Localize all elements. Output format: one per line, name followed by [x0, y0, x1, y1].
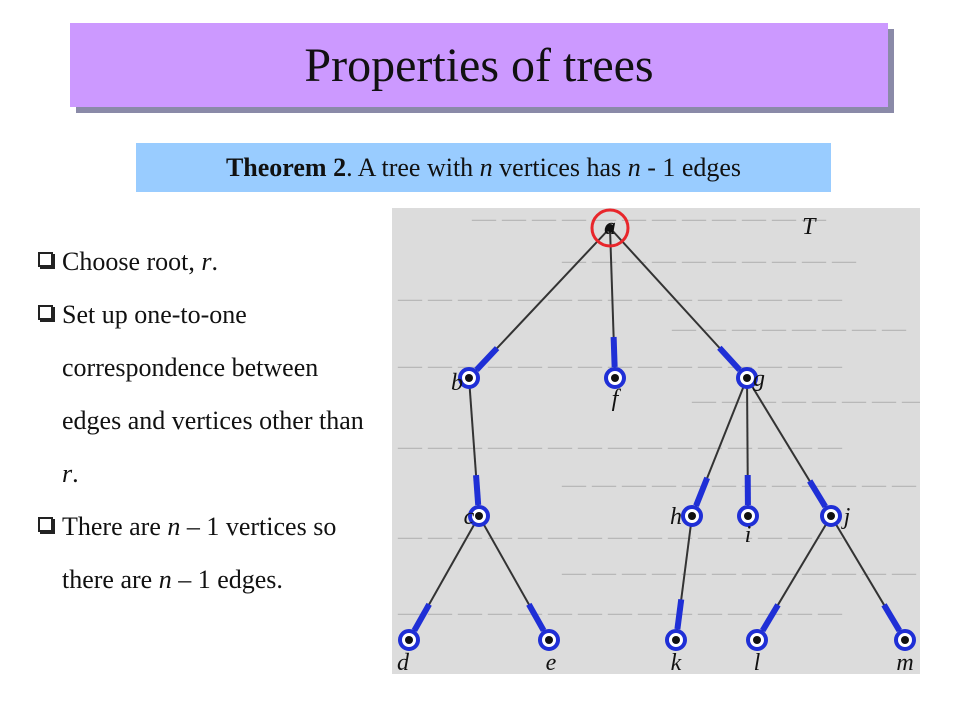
edge-marker-g: [717, 345, 742, 372]
vertex-label-c: c: [464, 504, 475, 530]
edge-marker-j: [807, 479, 828, 509]
edge-marker-d: [411, 602, 432, 632]
theorem-text-middle: vertices has: [492, 152, 628, 182]
svg-text:— — — — — — — — — —: — — — — — — — — — —: [561, 248, 857, 274]
tree-figure: — — — — — — — — — — — — — — — — — — — — …: [392, 208, 920, 674]
vertex-dot-l: [753, 636, 761, 644]
vertex-dot-h: [688, 512, 696, 520]
svg-text:— — — — — — — — — — — — — — —: — — — — — — — — — — — — — — —: [397, 434, 843, 460]
theorem-banner: Theorem 2. A tree with n vertices has n …: [136, 143, 831, 192]
svg-text:— — — — — — — — — — — — — — —: — — — — — — — — — — — — — — —: [397, 286, 843, 312]
bullet-item-3: There are n – 1 vertices so there are n …: [38, 500, 383, 606]
vertex-dot-e: [545, 636, 553, 644]
vertex-dot-i: [744, 512, 752, 520]
theorem-var-n-2: n: [627, 152, 641, 182]
vertex-label-m: m: [896, 650, 913, 674]
vertex-label-h: h: [670, 504, 682, 530]
svg-text:— — — — — — — — — — — —: — — — — — — — — — — — —: [561, 472, 917, 498]
vertex-dot-a: [606, 224, 614, 232]
page-title: Properties of trees: [304, 38, 654, 92]
checkbox-bullet-icon: [38, 305, 53, 320]
vertex-label-g: g: [753, 366, 765, 392]
bullet-item-1: Choose root, r.: [38, 235, 383, 288]
edge-marker-b: [474, 346, 500, 373]
vertex-dot-c: [475, 512, 483, 520]
checkbox-bullet-icon: [38, 252, 53, 267]
title-banner: Properties of trees: [70, 23, 888, 107]
vertex-label-b: b: [451, 370, 463, 396]
vertex-dot-f: [611, 374, 619, 382]
checkbox-bullet-icon: [38, 517, 53, 532]
vertex-dot-g: [743, 374, 751, 382]
vertex-label-a: a: [604, 214, 616, 240]
edge-marker-f: [610, 336, 618, 368]
vertex-dot-j: [827, 512, 835, 520]
theorem-var-n: n: [479, 152, 493, 182]
bullet-item-2: Set up one-to-one correspondence between…: [38, 288, 383, 500]
edge-marker-h: [693, 476, 710, 507]
vertex-dot-k: [672, 636, 680, 644]
theorem-text-before: . A tree with: [346, 152, 480, 182]
vertex-label-k: k: [671, 650, 682, 674]
theorem-label: Theorem 2: [225, 152, 347, 182]
vertex-dot-d: [405, 636, 413, 644]
theorem-text-after: - 1 edges: [640, 152, 742, 182]
svg-text:— — — — — — — —: — — — — — — — —: [671, 316, 907, 342]
vertex-label-l: l: [754, 650, 761, 674]
vertex-label-f: f: [612, 386, 622, 412]
book-page-texture: — — — — — — — — — — — — — — — — — — — — …: [397, 208, 920, 626]
vertex-label-e: e: [546, 650, 557, 674]
svg-text:— — — — — — — —: — — — — — — — —: [691, 388, 920, 414]
vertex-label-d: d: [397, 650, 410, 674]
vertex-label-j: j: [841, 504, 851, 530]
svg-text:— — — — — — — — — — — —: — — — — — — — — — — — —: [471, 208, 827, 232]
vertex-dot-m: [901, 636, 909, 644]
tree-title-label: T: [802, 214, 817, 240]
edge-marker-e: [526, 602, 547, 632]
edge-marker-l: [760, 603, 781, 633]
edge-marker-c: [473, 474, 482, 506]
root-highlight-circle: [590, 208, 630, 248]
vertex-dot-b: [465, 374, 473, 382]
tree-diagram: — — — — — — — — — — — — — — — — — — — — …: [397, 208, 920, 674]
bullet-list: Choose root, r. Set up one-to-one corres…: [38, 235, 383, 606]
edge-marker-m: [881, 603, 902, 633]
vertex-label-i: i: [745, 522, 752, 548]
svg-text:— — — — — — — — — — — —: — — — — — — — — — — — —: [561, 560, 917, 586]
edge-marker-k: [674, 598, 685, 630]
